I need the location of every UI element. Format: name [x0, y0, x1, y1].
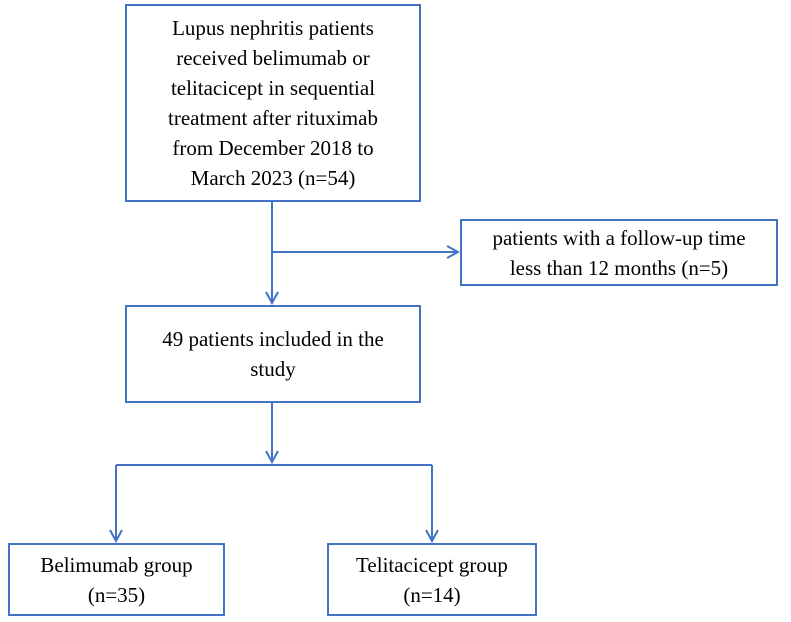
source-line-4: treatment after rituximab: [168, 106, 378, 130]
belimumab-group-box: Belimumab group (n=35): [8, 543, 225, 616]
included-box: 49 patients included in the study: [125, 305, 421, 403]
excluded-line-2: less than 12 months (n=5): [509, 255, 729, 280]
source-line-6: March 2023 (n=54): [190, 166, 356, 190]
source-line-3: telitacicept in sequential: [170, 76, 376, 100]
source-population-box: Lupus nephritis patients received belimu…: [125, 4, 421, 202]
source-line-1: Lupus nephritis patients: [172, 16, 374, 40]
belimumab-line-1: Belimumab group: [40, 552, 193, 577]
telitacicept-line-2: (n=14): [403, 582, 461, 607]
included-line-1: 49 patients included in the: [162, 327, 384, 351]
telitacicept-line-1: Telitacicept group: [356, 552, 508, 577]
excluded-line-1: patients with a follow-up time: [492, 225, 746, 250]
belimumab-line-2: (n=35): [87, 582, 146, 607]
included-line-2: study: [250, 357, 296, 381]
source-line-2: received belimumab or: [176, 46, 370, 70]
source-line-5: from December 2018 to: [172, 136, 374, 160]
excluded-box: patients with a follow-up time less than…: [460, 219, 778, 286]
telitacicept-group-box: Telitacicept group (n=14): [327, 543, 537, 616]
